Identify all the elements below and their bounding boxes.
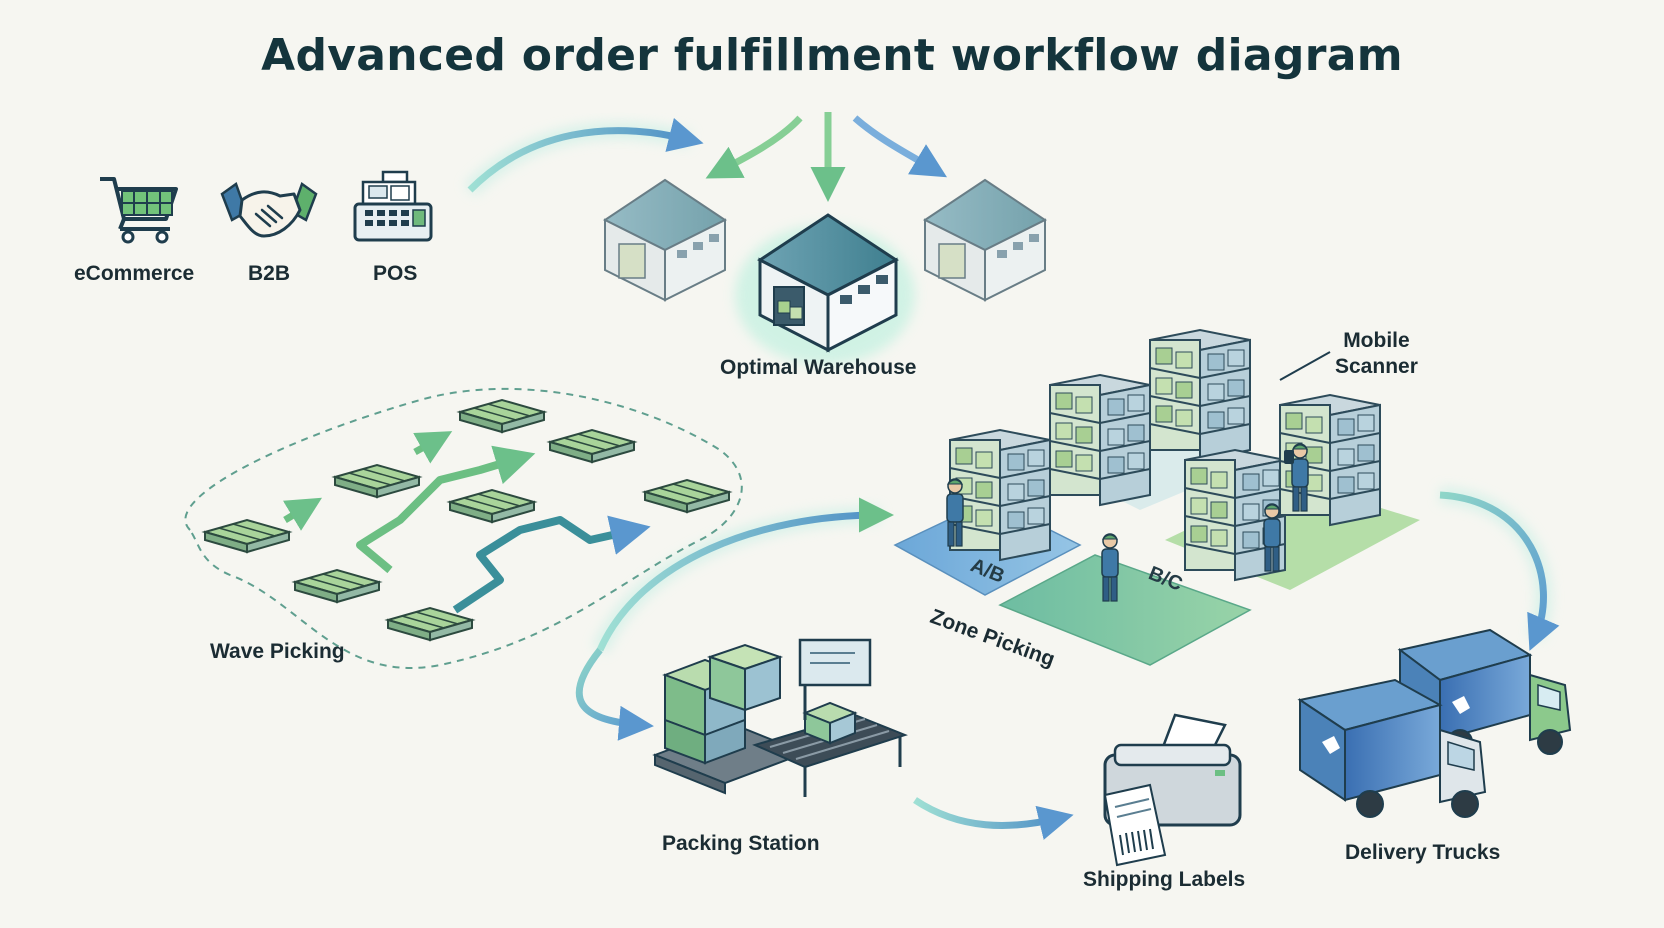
label-optimal-warehouse: Optimal Warehouse bbox=[720, 356, 917, 379]
warehouse-right bbox=[923, 178, 1047, 302]
arrow-to-packing bbox=[575, 647, 654, 741]
arrow-wave-to-zone bbox=[596, 497, 894, 652]
wave-picking-area bbox=[184, 387, 743, 669]
label-printer-icon bbox=[1103, 713, 1242, 867]
handshake-icon bbox=[220, 182, 318, 238]
shelf-rack bbox=[949, 429, 1051, 561]
pallet bbox=[387, 607, 473, 641]
delivery-truck-front bbox=[1297, 678, 1487, 818]
cash-register-icon bbox=[353, 170, 433, 242]
flow-arrows bbox=[464, 112, 1560, 840]
packing-station bbox=[652, 638, 908, 797]
pallet bbox=[294, 569, 380, 603]
pallet bbox=[459, 399, 545, 433]
arrow-packing-to-labels bbox=[913, 797, 1074, 840]
pallet bbox=[449, 489, 535, 523]
shelf-rack bbox=[1049, 374, 1151, 506]
label-shipping-labels: Shipping Labels bbox=[1083, 868, 1246, 891]
arrow-to-warehouse-left bbox=[705, 115, 803, 179]
arrow-zone-to-trucks bbox=[1439, 491, 1560, 651]
arrow-to-warehouse-right bbox=[852, 115, 948, 178]
pallet bbox=[644, 479, 730, 513]
shopping-cart-icon bbox=[100, 177, 178, 244]
zone-picking-area bbox=[893, 329, 1420, 666]
channel-label-b2b: B2B bbox=[248, 262, 291, 285]
channel-label-pos: POS bbox=[373, 262, 418, 285]
arrow-channels-to-warehouse bbox=[467, 117, 704, 193]
warehouse-optimal bbox=[735, 213, 915, 365]
zone-b-c-floor bbox=[998, 554, 1252, 666]
label-packing-station: Packing Station bbox=[662, 832, 820, 855]
label-mobile-scanner: Mobile Scanner bbox=[1335, 329, 1418, 378]
label-wave-picking: Wave Picking bbox=[210, 640, 345, 663]
label-delivery-trucks: Delivery Trucks bbox=[1345, 841, 1501, 864]
pallet bbox=[334, 464, 420, 498]
diagram-title: Advanced order fulfillment workflow diag… bbox=[261, 30, 1403, 81]
pallet bbox=[204, 519, 290, 553]
shelf-rack bbox=[1149, 329, 1251, 461]
warehouse-left bbox=[603, 178, 727, 302]
mobile-scanner-icon bbox=[1284, 450, 1294, 464]
scanner-callout-line bbox=[1279, 351, 1331, 381]
channel-label-ecommerce: eCommerce bbox=[74, 262, 195, 285]
pallet bbox=[549, 429, 635, 463]
